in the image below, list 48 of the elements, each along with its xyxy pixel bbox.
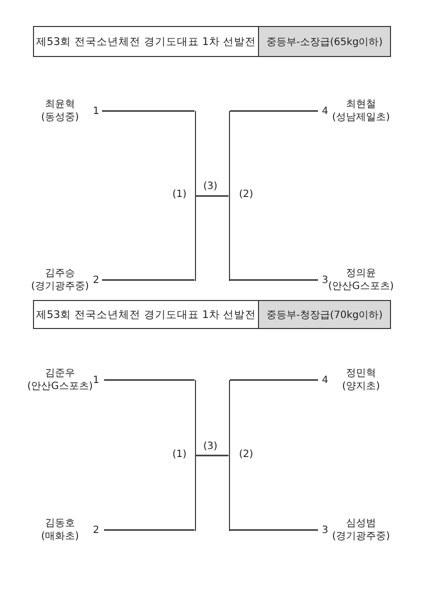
school-name: (경기광주중)	[31, 280, 89, 293]
bracket-line	[230, 529, 318, 531]
bracket-line	[230, 279, 318, 281]
seed-number: 3	[321, 524, 329, 536]
school-name: (양지초)	[342, 380, 380, 393]
category-cell: 중등부-청장급(70kg이하)	[258, 300, 391, 329]
seed-number: 4	[321, 106, 329, 116]
title-cell: 제53회 전국소년체전 경기도대표 1차 선발전	[33, 26, 259, 57]
bracket-line	[230, 110, 318, 112]
edge-label: (3)	[203, 440, 218, 452]
school-name: (매화초)	[41, 530, 79, 543]
bracket-line	[228, 380, 230, 531]
seed-number: 1	[92, 106, 100, 116]
match-number: (2)	[239, 448, 254, 460]
match-number: (1)	[172, 189, 186, 200]
player-name: 김준우	[45, 367, 75, 380]
school-name: (경기광주중)	[332, 530, 390, 543]
school-name: (동성중)	[41, 111, 79, 124]
player-name: 김주승	[45, 267, 75, 280]
school-name: (안산G스포츠)	[328, 280, 394, 293]
bracket-line	[194, 111, 196, 281]
edge-label: (3)	[203, 181, 218, 192]
match-number: (2)	[239, 189, 254, 200]
player-name: 정의윤	[346, 267, 376, 280]
player-name: 최윤혁	[45, 98, 75, 111]
match-number: (1)	[172, 448, 186, 460]
category-cell: 중등부-소장급(65kg이하)	[258, 26, 391, 57]
title-cell: 제53회 전국소년체전 경기도대표 1차 선발전	[33, 300, 259, 329]
seed-number: 2	[92, 274, 100, 286]
player-name: 정민혁	[346, 367, 376, 380]
school-name: (성남제일초)	[332, 111, 390, 124]
player-name: 김동호	[45, 517, 75, 530]
bracket-line	[102, 279, 194, 281]
bracket-line	[228, 111, 230, 281]
seed-number: 2	[92, 524, 100, 536]
bracket-line	[102, 110, 194, 112]
player-name: 최현철	[346, 98, 376, 111]
bracket-line	[194, 380, 196, 531]
seed-number: 4	[321, 374, 329, 386]
bracket-line	[230, 379, 318, 381]
school-name: (안산G스포츠)	[27, 380, 93, 393]
bracket-line	[196, 195, 228, 197]
player-name: 심성범	[346, 517, 376, 530]
seed-number: 1	[92, 374, 100, 386]
seed-number: 3	[321, 274, 329, 286]
bracket-line	[104, 529, 194, 531]
bracket-line	[104, 379, 194, 381]
bracket-line	[196, 454, 228, 456]
